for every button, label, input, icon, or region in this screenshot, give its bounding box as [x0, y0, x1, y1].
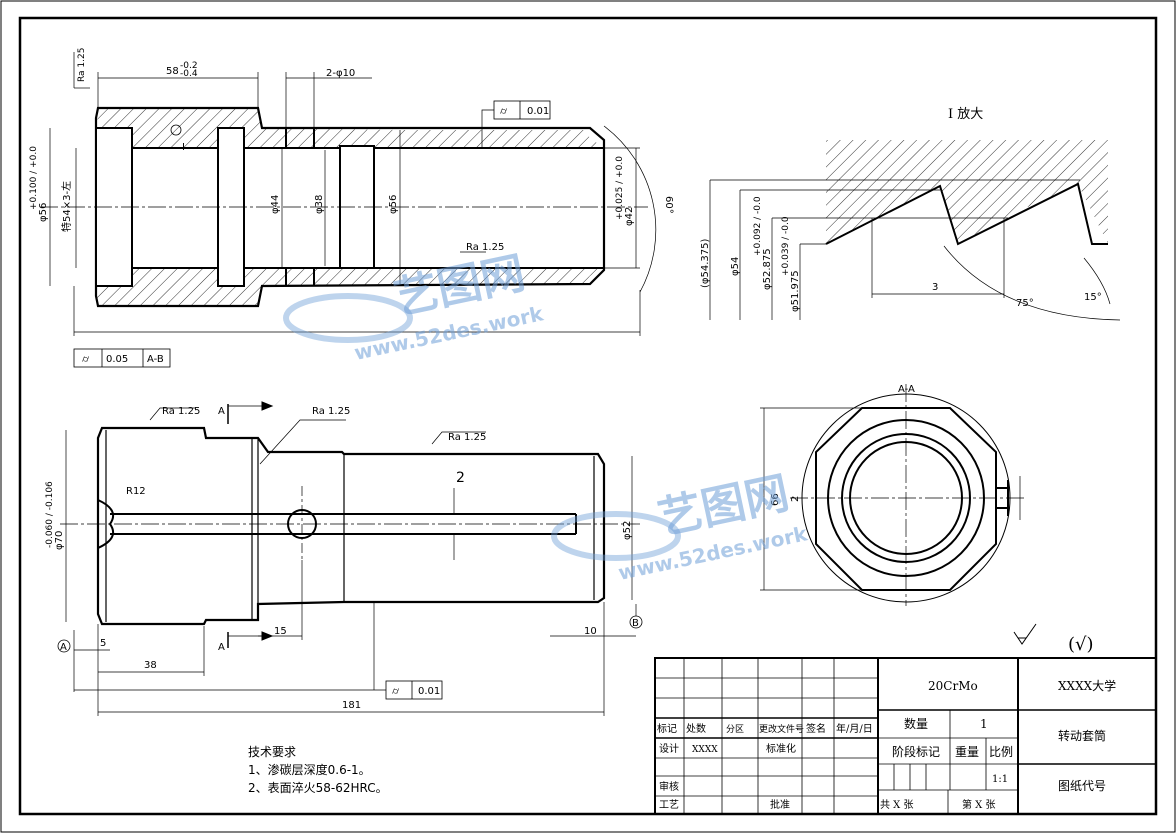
runout-bottom-datum: A-B: [147, 354, 164, 365]
tb-rev-sign: 签名: [806, 722, 826, 735]
tb-school: XXXX大学: [1058, 678, 1116, 693]
tb-part-name: 转动套筒: [1058, 728, 1106, 743]
roman-mark-label: I: [182, 142, 185, 153]
detail-ang15: 15°: [1084, 292, 1102, 303]
thread-label: 特54×3-左: [60, 181, 73, 232]
len15-label: 15: [274, 626, 287, 637]
phi70-label: φ70: [54, 531, 65, 550]
roughness-symbol-icon: [1013, 623, 1037, 645]
runout-side-tol: 0.01: [418, 686, 440, 697]
detail-d3-tol: +0.092 / -0.0: [753, 196, 763, 256]
phi42-label: φ42: [624, 207, 635, 226]
inner-frame: [18, 16, 1158, 816]
tb-total-sheets: 共 X 张: [880, 799, 913, 811]
datum-b-label: B: [632, 618, 639, 629]
tb-process-label: 工艺: [659, 799, 679, 811]
len5-label: 5: [100, 638, 106, 649]
phi56-inner-label: φ56: [388, 195, 399, 214]
tb-qty-label: 数量: [904, 716, 928, 731]
len-58-tol-up: -0.2: [180, 61, 198, 71]
phi52-label: φ52: [622, 521, 633, 540]
tb-standard-label: 标准化: [766, 742, 796, 755]
ra-inner-label: Ra 1.25: [466, 242, 504, 253]
detail-d1: (φ54.375): [700, 239, 711, 288]
main-section-view: [40, 52, 657, 368]
watermark-logo-icon: [283, 293, 681, 561]
tb-rev-mark: 标记: [657, 723, 677, 735]
ra-side2-label: Ra 1.25: [312, 406, 350, 417]
section-width: 66: [770, 493, 781, 506]
section-mark-top: A: [218, 406, 225, 417]
detail-title: I 放大: [948, 107, 983, 122]
ra-side1-label: Ra 1.25: [162, 406, 200, 417]
detail-d4: φ51.975: [790, 270, 801, 312]
tb-qty-value: 1: [980, 717, 988, 731]
holes-2x10-label: 2-φ10: [326, 68, 355, 79]
tb-material: 20CrMo: [928, 679, 978, 693]
slot2-label: 2: [456, 470, 465, 486]
detail-view: [709, 140, 1121, 321]
len10-label: 10: [584, 626, 597, 637]
section-label: A-A: [898, 384, 915, 395]
detail-d3: φ52.875: [762, 248, 773, 290]
runout-bottom-tol: 0.05: [106, 354, 128, 365]
tb-approve-label: 批准: [770, 798, 790, 811]
phi70-tol: -0.060 / -0.106: [45, 481, 55, 548]
ra-top-label: Ra 1.25: [77, 48, 87, 82]
detail-pitch: 3: [932, 282, 938, 293]
len181-label: 181: [342, 700, 361, 711]
phi56-main-label: φ56: [38, 203, 49, 222]
notes-line1: 1、渗碳层深度0.6-1。: [248, 762, 371, 777]
tb-rev-count: 处数: [686, 722, 706, 735]
tb-rev-date: 年/月/日: [836, 722, 873, 735]
section-mark-bottom: A: [218, 642, 225, 653]
ra-side3-label: Ra 1.25: [448, 432, 486, 443]
tb-sheet-no: 第 X 张: [962, 798, 995, 811]
r12-label: R12: [126, 486, 146, 497]
roughness-note: (√): [1068, 634, 1094, 655]
runout-top-symbol: ⌭: [500, 106, 508, 117]
runout-side-symbol: ⌭: [392, 686, 400, 697]
runout-bottom-symbol: ⌭: [82, 354, 90, 365]
tb-drawing-no: 图纸代号: [1058, 779, 1106, 793]
section-mark: 2: [790, 496, 801, 502]
detail-d4-tol: +0.039 / -0.0: [781, 216, 791, 276]
title-block: [654, 657, 1157, 815]
tb-rev-zone: 分区: [726, 724, 744, 735]
tb-scale-value: 1:1: [992, 774, 1008, 785]
phi56-main-tol: +0.100 / +0.0: [29, 146, 39, 210]
notes-line2: 2、表面淬火58-62HRC。: [248, 780, 388, 795]
tb-stage-label: 阶段标记: [892, 744, 940, 759]
phi44-label: φ44: [270, 195, 281, 214]
len-58-label: 58: [166, 66, 179, 77]
tb-scale-label: 比例: [989, 745, 1013, 759]
angle60-label: 60°: [663, 196, 674, 214]
len38-label: 38: [144, 660, 157, 671]
notes-heading: 技术要求: [248, 745, 296, 759]
tb-rev-doc: 更改文件号: [759, 723, 804, 735]
datum-a-label: A: [60, 642, 67, 653]
outer-view: [57, 401, 643, 716]
detail-d2: φ54: [730, 257, 741, 276]
tb-weight-label: 重量: [955, 745, 979, 759]
tb-design-value: XXXX: [692, 745, 718, 755]
len-58-tol-lo: -0.4: [180, 69, 198, 79]
tb-design-label: 设计: [659, 742, 679, 755]
tb-review-label: 审核: [659, 780, 679, 793]
phi42-tol: +0.025 / +0.0: [615, 156, 625, 220]
phi38-label: φ38: [314, 195, 325, 214]
detail-ang75: 75°: [1016, 298, 1034, 309]
runout-top-tol: 0.01: [527, 106, 549, 117]
section-view: [760, 384, 1026, 606]
